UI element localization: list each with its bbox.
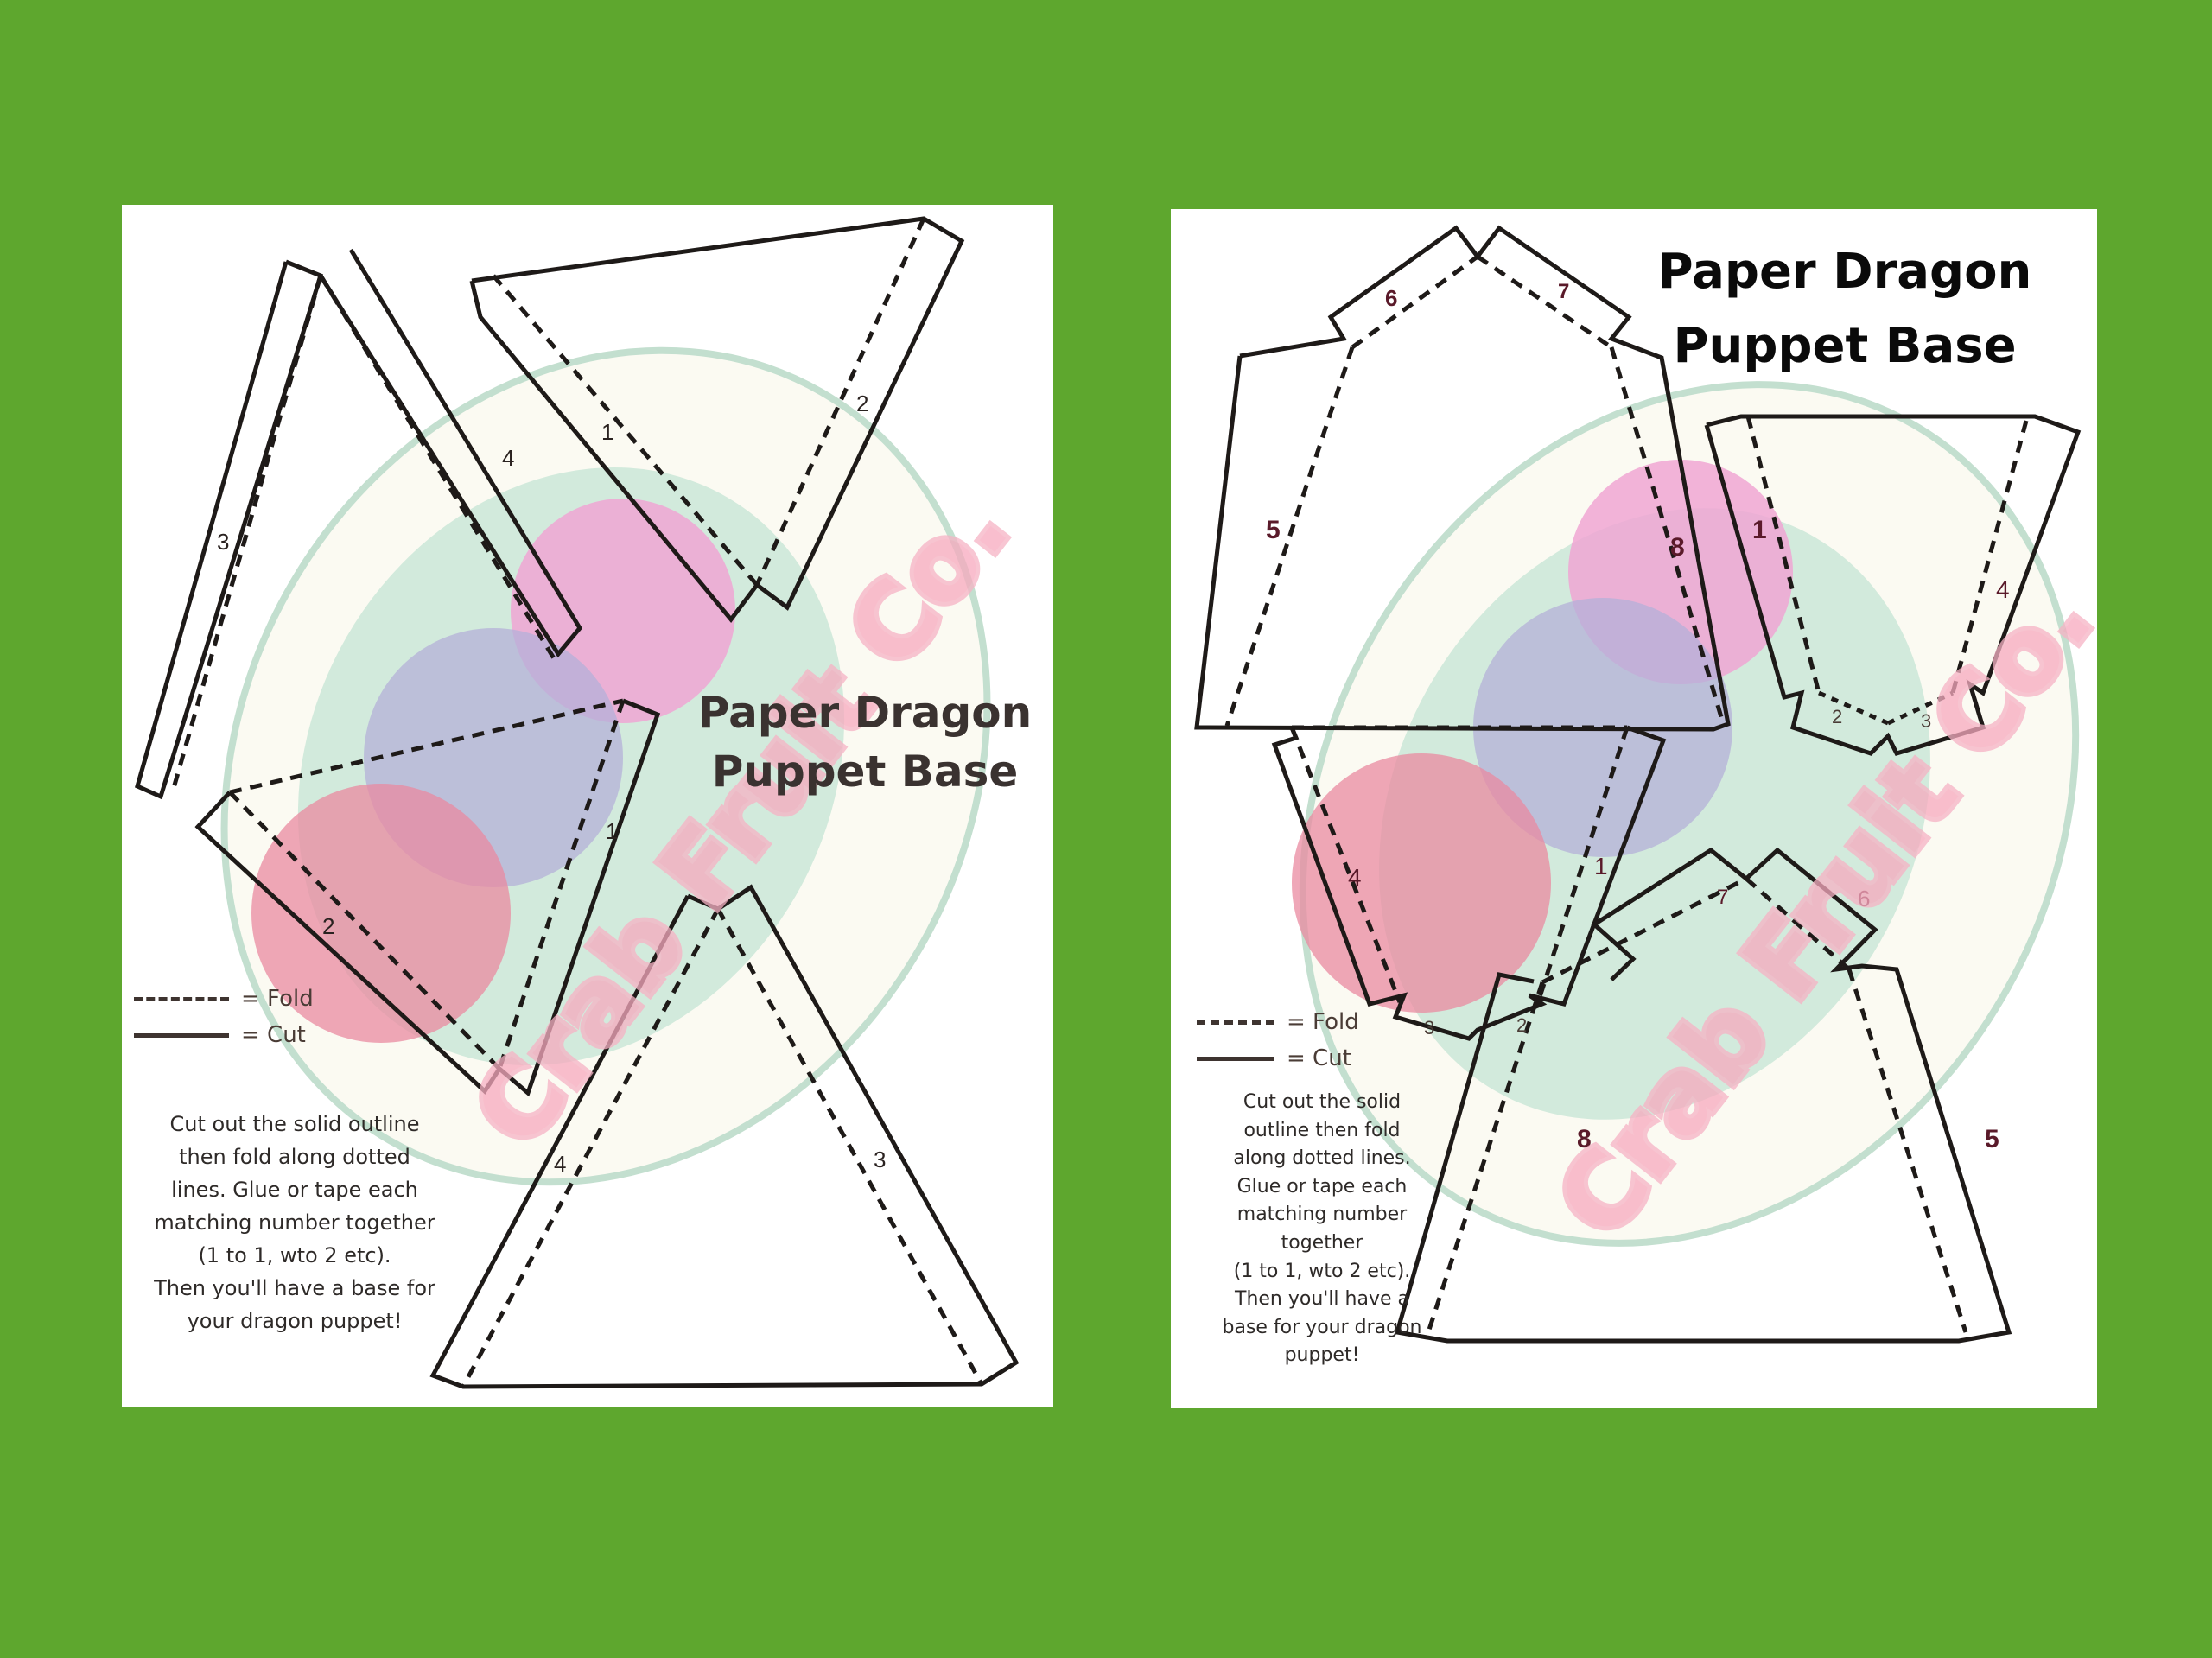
instruction-line: outline then fold	[1243, 1119, 1401, 1141]
cut-line-icon	[1197, 1056, 1274, 1061]
instruction-line: matching number	[1236, 1204, 1408, 1226]
tab-label-6: 6	[1385, 285, 1398, 311]
instruction-line: then fold along dotted	[179, 1145, 410, 1169]
instruction-line: Cut out the solid	[1243, 1091, 1402, 1113]
tab-label-1: 1	[601, 419, 614, 445]
right-watermark-art	[1292, 381, 2080, 1247]
tab-label-8b: 8	[1577, 1125, 1592, 1153]
tab-label-4b: 4	[1348, 864, 1362, 891]
tab-label-4: 4	[502, 445, 515, 471]
legend: = Fold = Cut	[134, 981, 314, 1053]
legend-cut-label: = Cut	[1287, 1045, 1351, 1071]
tab-label-2b: 2	[322, 913, 335, 939]
legend-fold: = Fold	[134, 981, 314, 1017]
legend-cut: = Cut	[1197, 1040, 1359, 1077]
legend-fold-label: = Fold	[1287, 1009, 1359, 1035]
instruction-line: puppet!	[1284, 1344, 1360, 1367]
instruction-line: your dragon puppet!	[187, 1309, 403, 1333]
legend-cut-label: = Cut	[241, 1022, 306, 1048]
page-title: Paper Dragon Puppet Base	[1655, 235, 2035, 384]
instruction-line: along dotted lines.	[1233, 1147, 1411, 1170]
legend-cut: = Cut	[134, 1017, 314, 1053]
tab-label-7b: 7	[1717, 886, 1729, 909]
instruction-line: Glue or tape each	[1236, 1175, 1408, 1197]
instruction-line: lines. Glue or tape each	[171, 1178, 418, 1202]
title-line-2: Puppet Base	[711, 746, 1019, 797]
instruction-line: matching number together	[154, 1210, 435, 1235]
legend: = Fold = Cut	[1197, 1004, 1359, 1077]
legend-fold: = Fold	[1197, 1004, 1359, 1040]
title-line-1: Paper Dragon	[1657, 244, 2032, 300]
right-cut-fold-lines	[1194, 225, 2082, 1344]
tab-label-1b: 1	[1594, 853, 1608, 880]
page-title: Paper Dragon Puppet Base	[692, 684, 1038, 801]
tab-label-2: 2	[856, 391, 869, 416]
title-line-2: Puppet Base	[1673, 318, 2017, 374]
instruction-line: (1 to 1, wto 2 etc).	[198, 1243, 391, 1267]
tab-label-2: 2	[1832, 706, 1843, 727]
title-line-1: Paper Dragon	[697, 688, 1033, 738]
left-watermark-art	[220, 346, 991, 1186]
tab-label-5b: 5	[1985, 1125, 1999, 1153]
right-template-page: 5 6 7 8 1 2 3 4 1 2 3 4 5 6 7 8 Crab Fru…	[1171, 209, 2097, 1408]
tab-label-8: 8	[1670, 533, 1685, 562]
fold-line-icon	[1197, 1020, 1274, 1025]
left-template-page: 3 4 1 2 1 2 3 4 Crab Fruit Co. Paper Dra…	[122, 205, 1053, 1407]
instruction-line: Then you'll have a base for	[154, 1276, 435, 1300]
tab-label-2b: 2	[1516, 1014, 1528, 1036]
tab-label-4b: 4	[554, 1151, 567, 1177]
legend-fold-label: = Fold	[241, 986, 314, 1012]
tab-label-3b: 3	[1424, 1017, 1435, 1039]
tab-label-4: 4	[1996, 576, 2010, 603]
instruction-line: Then you'll have a	[1235, 1288, 1409, 1311]
left-cut-fold-lines	[135, 216, 1020, 1389]
tab-label-3b: 3	[874, 1147, 887, 1172]
tab-label-7: 7	[1558, 280, 1570, 303]
cut-line-icon	[134, 1032, 229, 1038]
tab-label-1b: 1	[606, 818, 619, 844]
tab-label-1: 1	[1752, 516, 1767, 544]
instructions: Cut out the solid outline then fold alon…	[122, 1108, 467, 1337]
tab-label-3: 3	[1921, 710, 1932, 732]
instruction-line: Cut out the solid outline	[169, 1112, 420, 1136]
tab-label-6b: 6	[1858, 886, 1871, 912]
instruction-line: together	[1281, 1231, 1363, 1254]
instructions: Cut out the solid outline then fold alon…	[1205, 1089, 1439, 1370]
tab-label-3: 3	[217, 529, 230, 555]
tab-label-5: 5	[1266, 516, 1281, 544]
instruction-line: base for your dragon	[1222, 1316, 1422, 1338]
instruction-line: (1 to 1, wto 2 etc).	[1233, 1260, 1411, 1282]
fold-line-icon	[134, 996, 229, 1001]
